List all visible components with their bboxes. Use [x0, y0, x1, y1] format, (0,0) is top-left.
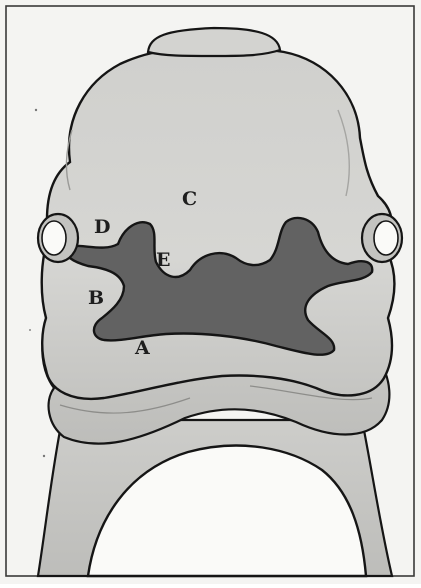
label-c: C [182, 188, 197, 210]
speck [35, 109, 37, 111]
speck [43, 455, 45, 457]
label-e: E [156, 249, 170, 271]
right-nasal-pit [362, 214, 402, 262]
label-d: D [94, 216, 110, 238]
left-nasal-pit [38, 214, 78, 262]
label-a: A [134, 337, 150, 359]
speck [29, 329, 31, 331]
label-b: B [88, 287, 104, 309]
